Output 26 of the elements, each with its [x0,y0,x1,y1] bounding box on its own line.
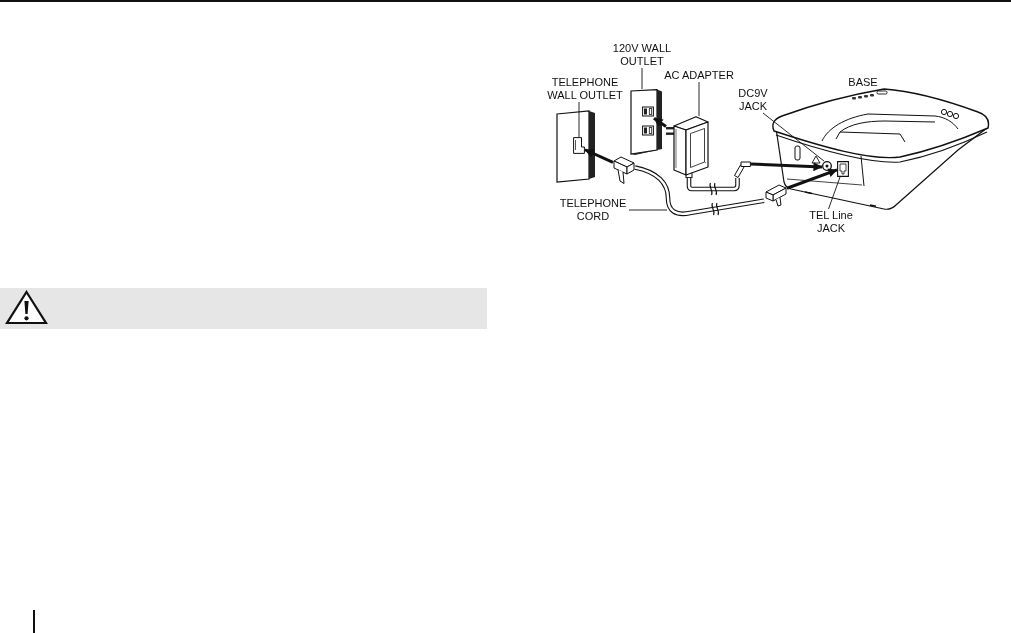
leader-line [828,176,841,210]
dc-plug [733,158,751,178]
part-label: TEL Line JACK [806,209,856,235]
arrow [786,168,838,190]
leader-line [698,81,700,117]
modular-jack [573,137,585,154]
modular-plug [764,182,787,207]
part-label: BASE [847,76,879,89]
cable [634,165,765,217]
arrow [653,116,667,128]
arrow [584,148,614,164]
cable [686,178,740,192]
leader-line [578,101,580,138]
power-socket [642,105,654,138]
part-label: TELEPHONE CORD [557,197,629,223]
modular-jack [837,161,849,177]
leader-line [641,67,643,90]
modular-plug [613,156,635,185]
arrow [750,162,823,172]
leader-line [628,209,668,211]
part-label: DC9V JACK [733,87,773,113]
part-label: TELEPHONE WALL OUTLET [544,76,626,102]
ac-adapter-drawing [666,116,712,178]
part-label: 120V WALL OUTLET [606,42,678,68]
dc-jack [822,161,832,171]
part-label: AC ADAPTER [660,69,738,82]
